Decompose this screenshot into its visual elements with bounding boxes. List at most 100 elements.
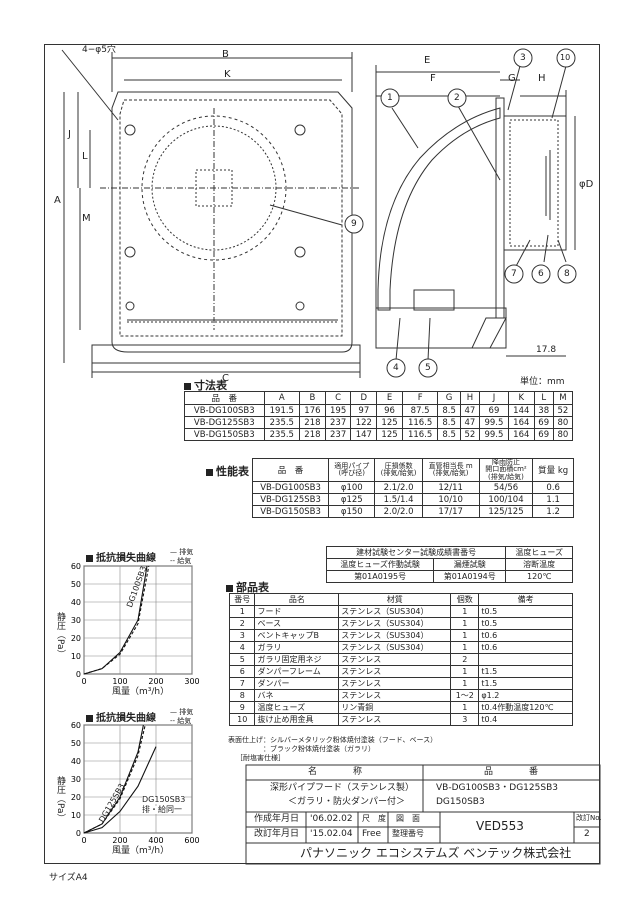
table-header-cell: 降雨防止 開口面積cm² (排気/給気) [478, 457, 534, 483]
table-cell: 235.5 [263, 428, 301, 441]
x-tick-label: 200 [148, 677, 163, 686]
side-vent-cap [503, 115, 567, 251]
chart2-curve-label: DG150SB3 [142, 795, 186, 804]
callout-2 [447, 88, 467, 108]
dim-label-g: G [508, 73, 516, 84]
callout-10 [556, 48, 576, 68]
table-cell: 1 [450, 677, 480, 690]
table-cell: 3 [450, 713, 480, 726]
table-header-cell: E [376, 391, 403, 405]
dim-label-178: 17.8 [536, 345, 557, 355]
table-header-cell: 直管相当長 m (排気/給気) [421, 457, 480, 483]
table-cell: t0.4 [478, 713, 573, 726]
dim-label-m: M [82, 213, 91, 224]
dimension-table-title: 寸法表 [184, 377, 227, 393]
table-cell: 125/125 [478, 505, 534, 519]
hole-label: 4−φ5穴 [82, 45, 116, 55]
y-tick-label: 0 [76, 829, 81, 838]
certification-table: 建材試験センター試験成績書番号温度ヒューズ 温度ヒューズ作動試験漏煙試験溶断温度… [325, 546, 573, 583]
cert-value: 第01A0194号 [433, 570, 507, 583]
table-cell: 10 [228, 713, 256, 726]
dim-label-e: E [424, 55, 431, 66]
table-cell: 99.5 [478, 428, 509, 441]
table-header-cell: 質量 kg [532, 457, 574, 483]
x-tick-label: 300 [184, 677, 199, 686]
table-cell: 2.0/2.0 [374, 505, 423, 519]
chart2-title: 抵抗損失曲線 [86, 709, 156, 724]
x-tick-label: 600 [184, 836, 199, 845]
dim-label-j: J [68, 129, 71, 140]
x-tick-label: 100 [112, 677, 127, 686]
revised-date: '15.02.04 [310, 829, 353, 839]
revision-number: 2 [584, 829, 590, 839]
scale-label: 尺 度 [362, 814, 386, 823]
series-line [83, 746, 157, 834]
revised-label: 改訂年月日 [254, 829, 300, 839]
side-base [375, 307, 507, 349]
company-name: パナソニック エコシステムズ ベンテック株式会社 [300, 846, 572, 860]
performance-table: 品 番適用パイプ (呼び径)圧損係数 (排気/給気)直管相当長 m (排気/給気… [251, 457, 574, 519]
chart1-legend: — 排気 [170, 548, 194, 556]
x-tick-label: 400 [148, 836, 163, 845]
mount-hole [295, 301, 305, 311]
x-tick-label: 200 [112, 836, 127, 845]
mount-hole [124, 124, 136, 136]
callout-label: 9 [351, 219, 357, 229]
y-tick-label: 30 [71, 616, 81, 625]
callout-label: 1 [387, 93, 393, 103]
table-header-cell: 品 番 [251, 457, 330, 483]
callout-5 [418, 358, 438, 378]
y-tick-label: 50 [71, 580, 81, 589]
finish-note: 表面仕上げ：シルバーメタリック粉体焼付塗装（フード、ベース） [228, 736, 438, 744]
callout-6 [531, 264, 551, 284]
dim-label-h: H [538, 73, 546, 84]
table-cell: VB-DG150SB3 [184, 428, 265, 441]
table-cell: 8.5 [437, 428, 461, 441]
y-tick-label: 20 [71, 634, 81, 643]
dim-label-a: A [54, 195, 61, 206]
mount-hole [294, 246, 306, 258]
chart2-ylabel: 静圧（Pa） [55, 776, 65, 823]
table-header-cell: 適用パイプ (呼び径) [328, 457, 376, 483]
chart1-xlabel: 風量（m³/h） [112, 687, 170, 697]
front-hood-outline [111, 91, 353, 353]
callout-8 [557, 264, 577, 284]
y-tick-label: 30 [71, 775, 81, 784]
table-cell: 80 [552, 416, 574, 429]
mount-hole [124, 246, 136, 258]
chart1-ylabel: 静圧（Pa） [55, 612, 65, 659]
front-base-plate [91, 344, 361, 364]
callout-label: 6 [538, 269, 544, 279]
callout-label: 10 [560, 53, 571, 62]
table-cell: 125 [376, 428, 403, 441]
table-header-row: 品 番適用パイプ (呼び径)圧損係数 (排気/給気)直管相当長 m (排気/給気… [251, 457, 574, 483]
cert-value: 120℃ [505, 570, 573, 583]
y-tick-label: 10 [71, 811, 81, 820]
callout-1 [380, 88, 400, 108]
table-cell: 1.2 [532, 505, 574, 519]
revision-label: 改訂No. [576, 814, 602, 822]
drawing-label: 図 面 [396, 814, 420, 823]
dim-label-l: L [82, 151, 88, 162]
created-label: 作成年月日 [254, 814, 300, 824]
series-line [83, 724, 144, 834]
table-cell: 237 [324, 428, 352, 441]
y-tick-label: 50 [71, 739, 81, 748]
table-cell: 1 [228, 605, 256, 618]
table-cell: φ150 [328, 505, 376, 519]
callout-label: 8 [564, 269, 570, 279]
